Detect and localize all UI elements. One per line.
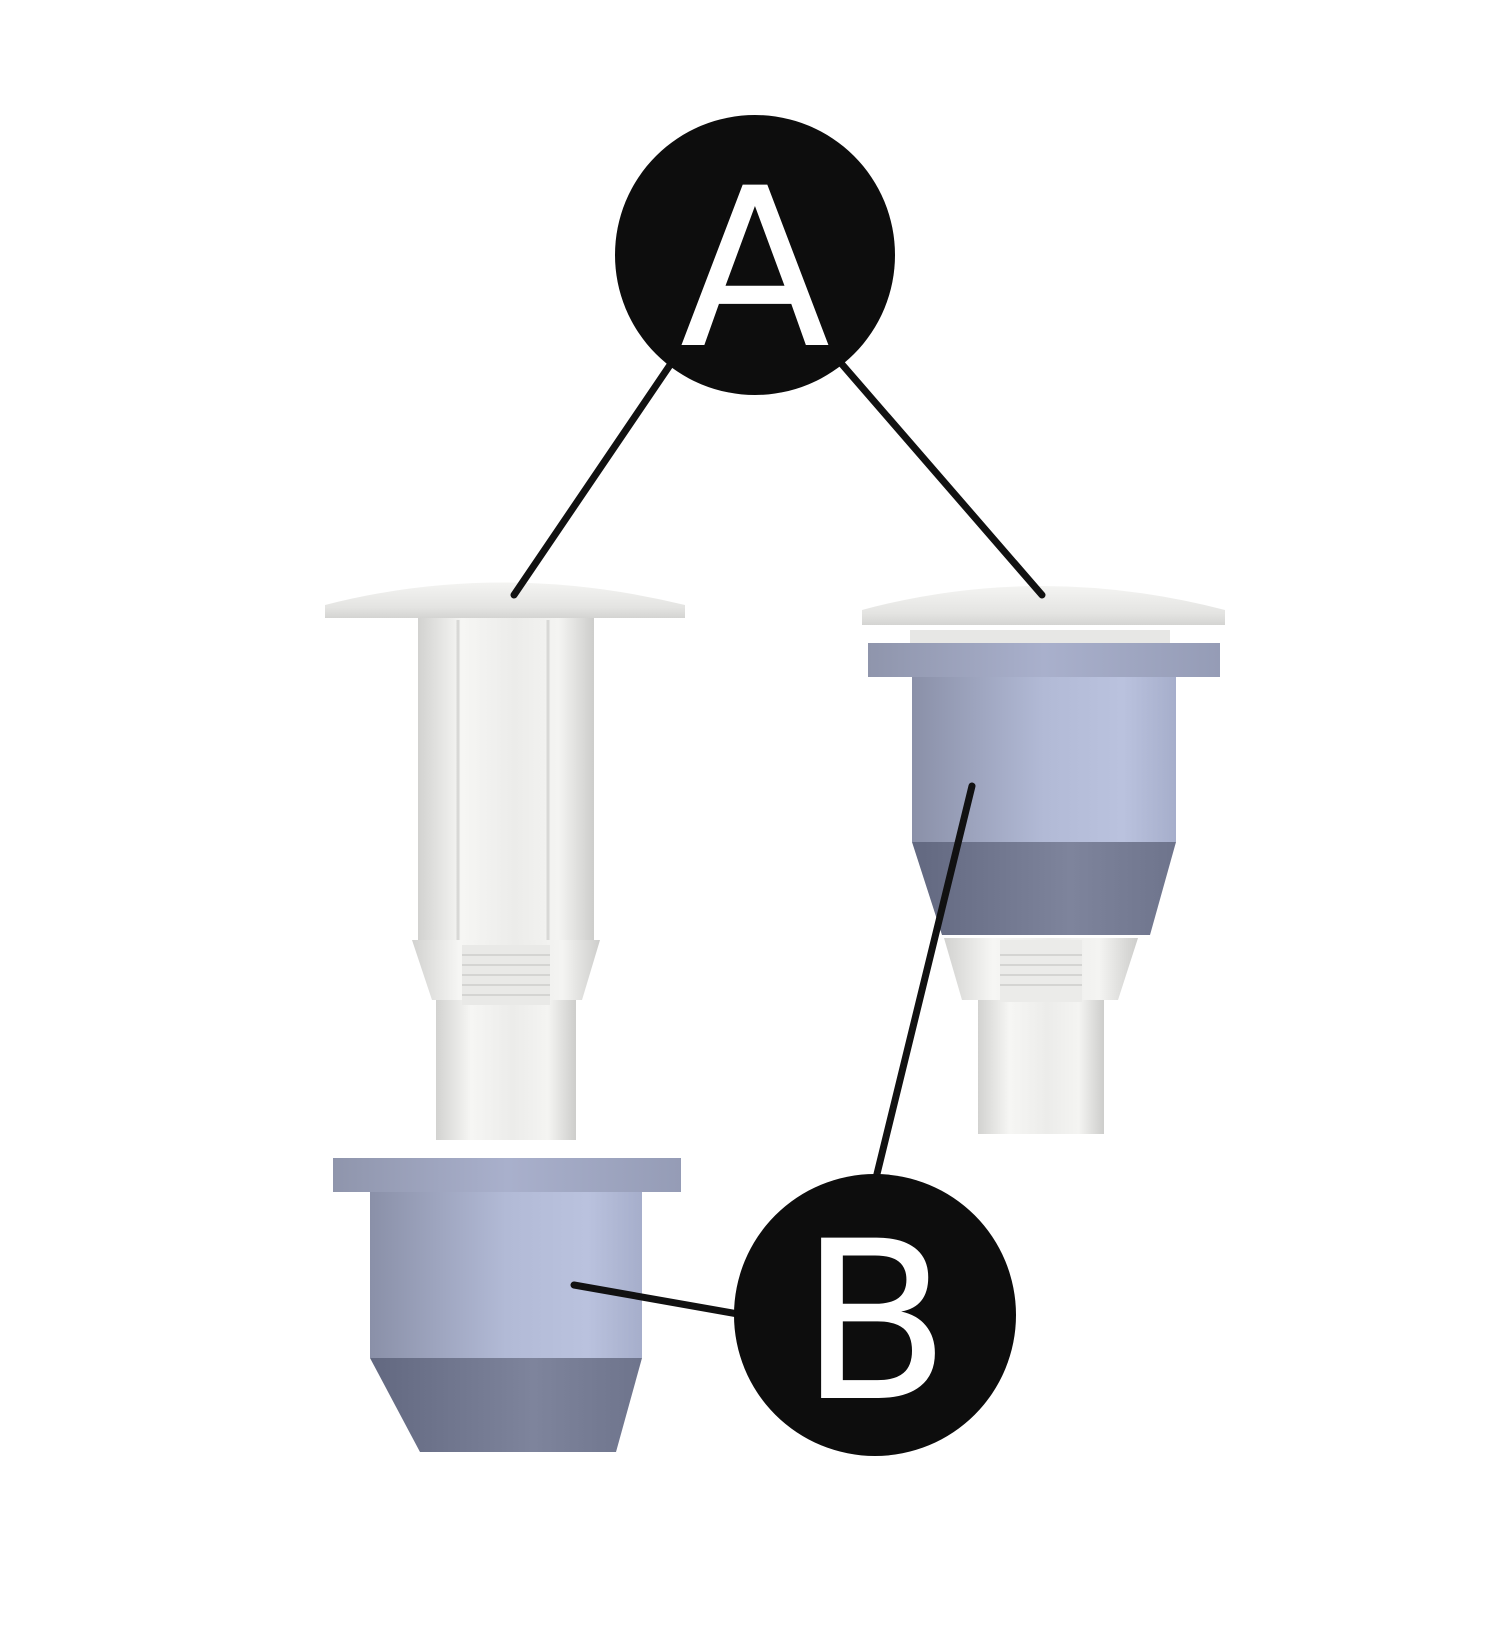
callout-a-circle [615,115,895,395]
callout-a-label: A [680,141,831,397]
leader-lines [510,358,1046,1318]
left-pin-cap [325,582,685,618]
callout-b: B [734,1174,1016,1456]
callout-a: A [615,115,895,397]
callout-b-label: B [800,1194,951,1450]
left-bushing [333,1158,681,1452]
right-assembly [862,586,1225,1134]
left-pin-tip [436,1000,576,1140]
left-bushing-flange [333,1158,681,1192]
callout-b-circle [734,1174,1016,1456]
leader-a-left [510,361,674,599]
right-bushing-cone [912,842,1176,935]
left-pin [325,582,685,1140]
right-bushing-body [912,677,1176,842]
left-pin-shaft [418,615,594,945]
left-bushing-body [370,1192,642,1358]
leader-b-right [872,782,976,1182]
leader-b-left [570,1281,742,1318]
right-bushing-flange [868,643,1220,677]
leader-a-right [836,358,1046,599]
left-bushing-cone [370,1358,642,1452]
right-pin-tip [978,1000,1104,1134]
right-pin-cap [862,586,1225,625]
